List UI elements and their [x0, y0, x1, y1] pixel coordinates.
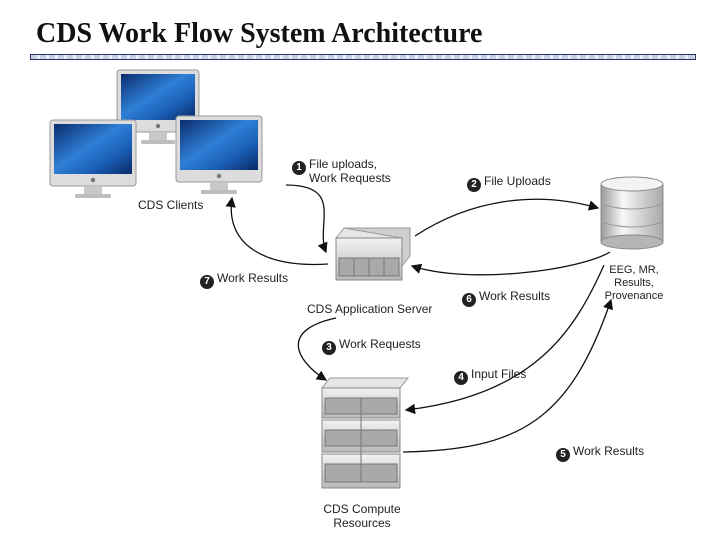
arrow-7-server-to-clients	[225, 196, 329, 266]
step-4-badge: 4	[454, 371, 468, 385]
step-7-badge: 7	[200, 275, 214, 289]
app-server-label: CDS Application Server	[307, 302, 433, 316]
imac-right-icon	[175, 115, 263, 194]
step-2-badge: 2	[467, 178, 481, 192]
compute-label: CDS Compute Resources	[323, 502, 401, 530]
clients-label: CDS Clients	[138, 198, 204, 212]
arrow-6-database-to-server	[410, 251, 611, 276]
page-title: CDS Work Flow System Architecture	[36, 18, 483, 49]
title-divider	[30, 54, 696, 60]
application-server-icon	[334, 227, 412, 281]
arrow-2-server-to-database	[414, 198, 600, 237]
compute-cluster-icon	[320, 377, 410, 489]
database-label: EEG, MR, Results, Provenance	[604, 264, 664, 302]
arrow-1-clients-to-server	[285, 184, 328, 254]
imac-left-icon	[49, 119, 137, 198]
database-icon	[600, 176, 664, 250]
arrow-5-compute-to-database	[402, 298, 613, 453]
step-3-badge: 3	[322, 341, 336, 355]
arrow-4-database-to-compute	[404, 264, 605, 415]
step-5-badge: 5	[556, 448, 570, 462]
step-6-badge: 6	[462, 293, 476, 307]
arrow-3-server-to-compute	[297, 317, 337, 381]
step-1-badge: 1	[292, 161, 306, 175]
